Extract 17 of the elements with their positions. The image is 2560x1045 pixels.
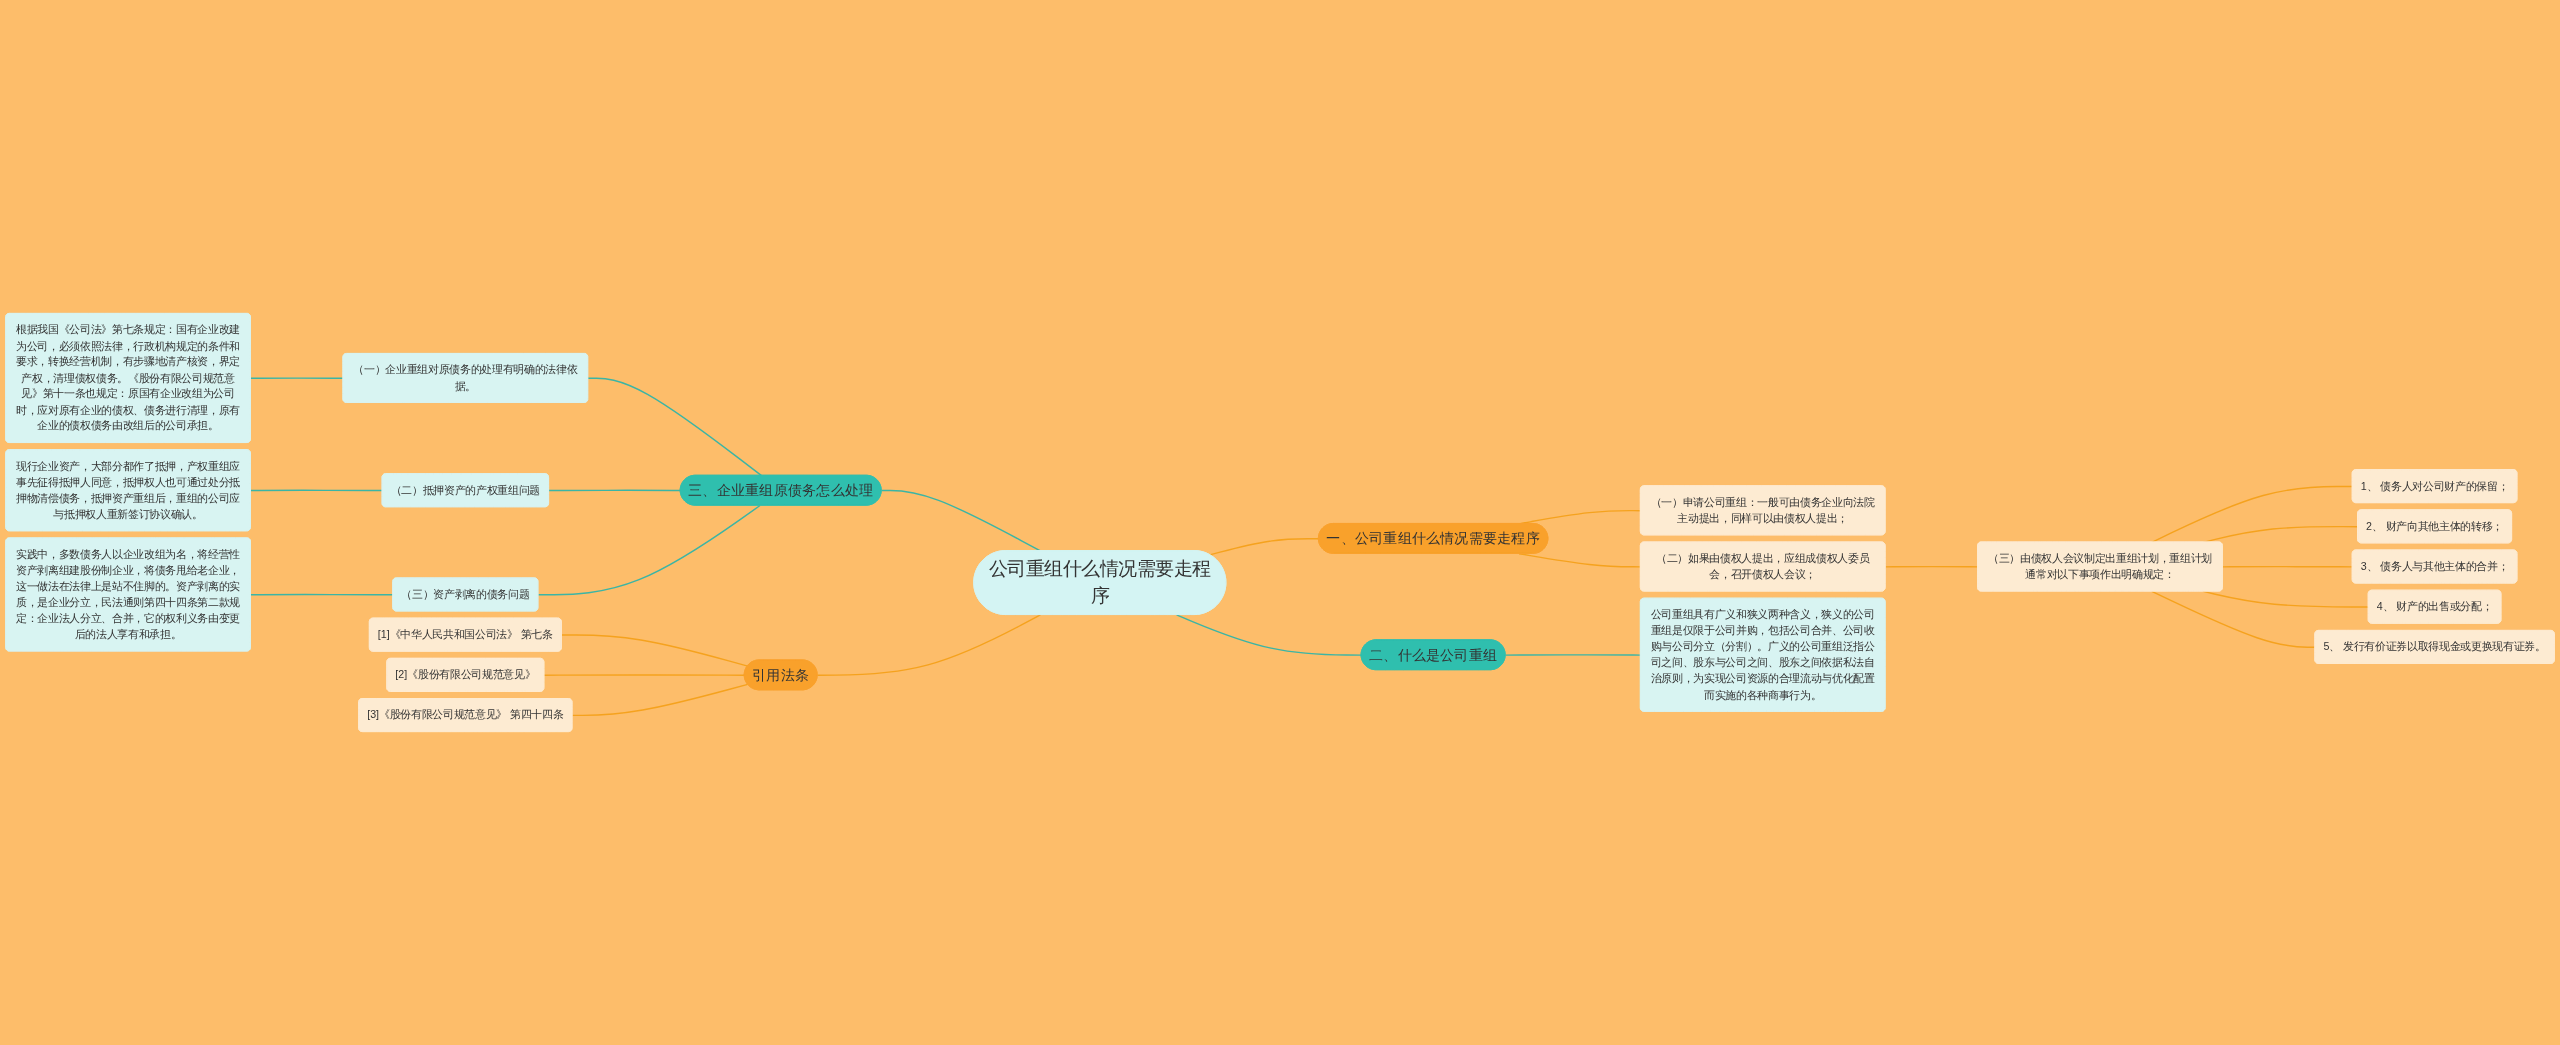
connector (2151, 590, 2316, 648)
connector (1884, 565, 1979, 568)
connector (571, 683, 749, 717)
connector (543, 674, 746, 676)
connector (1209, 538, 1320, 556)
connector (250, 489, 384, 492)
connector (250, 377, 344, 380)
connector (2222, 565, 2354, 568)
connector (250, 593, 394, 596)
connector (548, 489, 682, 492)
connector (537, 504, 761, 596)
connector (1175, 614, 1363, 656)
connector (880, 489, 1042, 552)
connector (1504, 654, 1642, 656)
connector (561, 634, 749, 667)
connector (816, 614, 1042, 676)
connector (587, 377, 763, 477)
